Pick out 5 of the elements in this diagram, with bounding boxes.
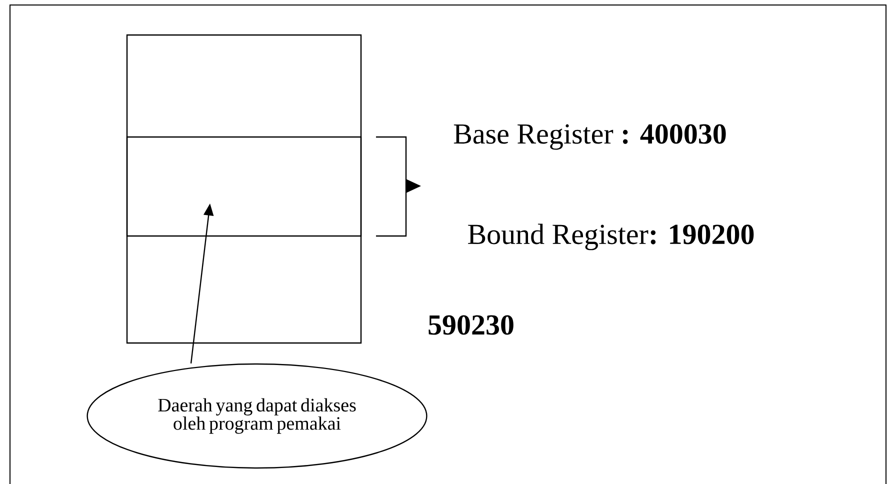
- register-label: Base Register : 400030: [454, 124, 726, 150]
- register-label: Bound Register: 190200: [468, 224, 754, 250]
- memory-column: [126, 34, 362, 344]
- memory-section: [126, 136, 362, 237]
- register-label: 590230: [428, 315, 514, 335]
